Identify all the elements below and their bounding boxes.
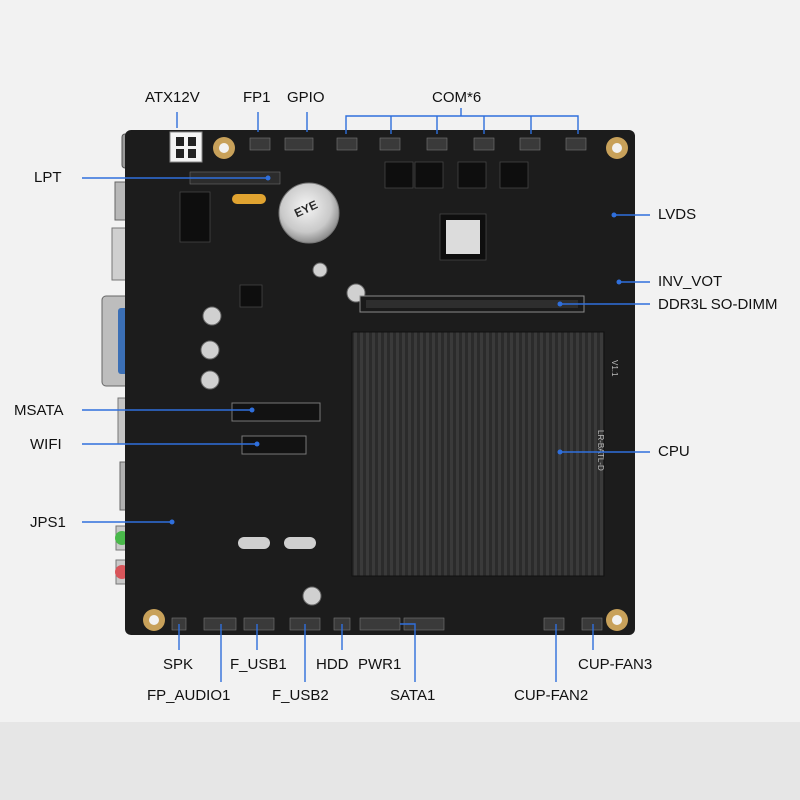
label-lvds: LVDS xyxy=(658,206,697,223)
wifi-slot xyxy=(241,435,307,455)
crystal-1 xyxy=(238,537,270,549)
label-cup-fan2: CUP-FAN2 xyxy=(514,687,589,704)
cmos-battery xyxy=(278,182,340,244)
msata-slot xyxy=(231,402,321,422)
label-cpu: CPU xyxy=(658,443,690,460)
label-atx12v: ATX12V xyxy=(145,89,200,106)
label-com: COM*6 xyxy=(432,89,482,106)
label-wifi: WIFI xyxy=(30,436,62,453)
label-fp-audio1: FP_AUDIO1 xyxy=(147,687,231,704)
label-sata1: SATA1 xyxy=(390,687,436,704)
capacitors xyxy=(200,262,366,606)
bios-chip-sticker xyxy=(446,220,480,254)
label-hdd: HDD xyxy=(316,656,349,673)
label-f-usb1: F_USB1 xyxy=(230,656,287,673)
heatsink-model: LR-BATL-D xyxy=(596,430,605,471)
label-gpio: GPIO xyxy=(287,89,325,106)
leader-lines xyxy=(82,108,650,682)
crystal-yellow xyxy=(232,194,266,204)
label-ddr3l: DDR3L SO-DIMM xyxy=(658,296,778,313)
label-f-usb2: F_USB2 xyxy=(272,687,329,704)
label-inv-vot: INV_VOT xyxy=(658,273,723,290)
label-msata: MSATA xyxy=(14,402,64,419)
bottom-band xyxy=(0,722,800,800)
leader-dots xyxy=(169,175,622,525)
header-pins-top xyxy=(249,137,587,151)
mounting-holes xyxy=(143,137,628,631)
cpu-heatsink xyxy=(351,331,605,577)
label-spk: SPK xyxy=(163,656,194,673)
label-fp1: FP1 xyxy=(243,89,271,106)
label-cup-fan3: CUP-FAN3 xyxy=(578,656,653,673)
label-lpt: LPT xyxy=(34,169,62,186)
label-pwr1: PWR1 xyxy=(358,656,402,673)
heatsink-version: V1.1 xyxy=(610,360,619,377)
atx12v-connector xyxy=(169,131,203,163)
label-jps1: JPS1 xyxy=(30,514,66,531)
crystal-2 xyxy=(284,537,316,549)
